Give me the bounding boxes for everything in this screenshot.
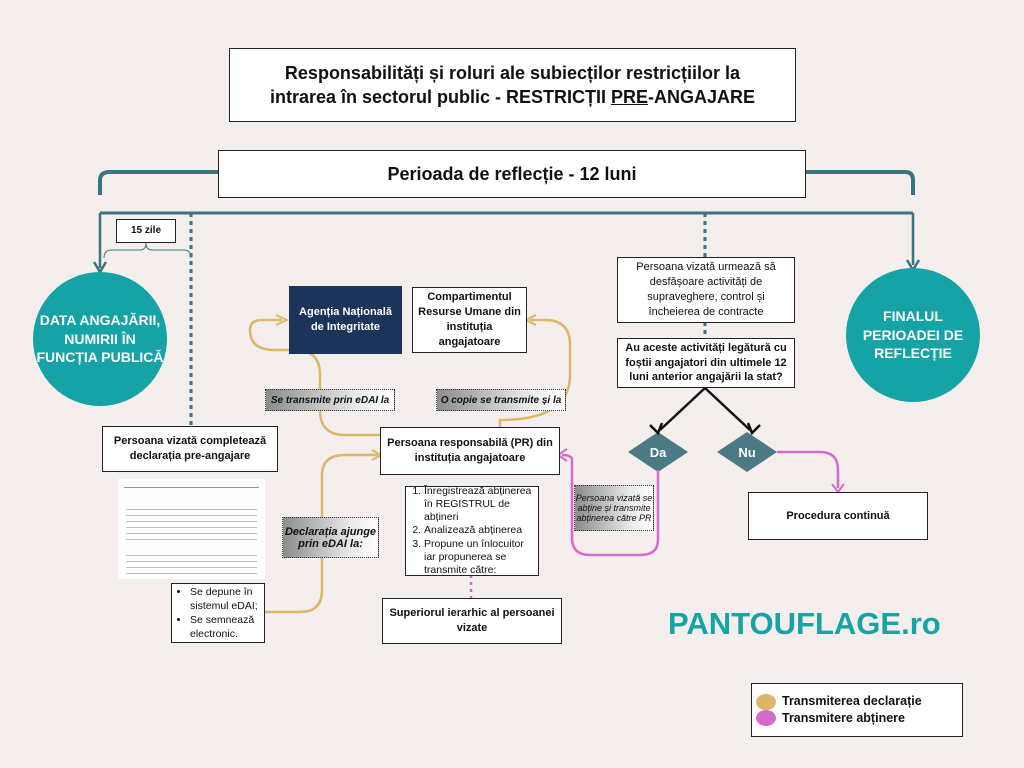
legend-swatch <box>756 693 776 710</box>
start-circle: DATA ANGAJĂRII, NUMIRII ÎN FUNCȚIA PUBLI… <box>33 272 167 406</box>
tag-abstain: Persoana vizată se abține și transmite a… <box>574 485 654 531</box>
pr-box: Persoana responsabilă (PR) din instituți… <box>380 427 560 475</box>
legend-swatch <box>756 710 776 727</box>
question-box: Au aceste activități legătură cu foștii … <box>617 338 795 388</box>
pr-step: Propune un înlocuitor iar propunerea se … <box>424 538 534 577</box>
person-fills-box: Persoana vizată completează declarația p… <box>102 426 278 472</box>
hr-box: Compartimentul Resurse Umane din institu… <box>412 287 527 353</box>
title-line-2: intrarea în sectorul public - RESTRICȚII… <box>270 85 755 109</box>
title-part: intrarea în sectorul public - RESTRICȚII <box>269 87 612 107</box>
legend: Transmiterea declarație Transmitere abți… <box>751 683 963 737</box>
pr-steps-box: Înregistrează abținerea în REGISTRUL de … <box>405 485 539 577</box>
tag-arrives: Declarația ajunge prin eDAI la: <box>282 517 379 558</box>
superior-box: Superiorul ierarhic al persoanei vizate <box>382 598 562 644</box>
legend-item: Transmitere abținere <box>756 710 905 727</box>
pr-step: Analizează abținerea <box>424 524 534 537</box>
title-part: -ANGAJARE <box>648 87 756 107</box>
declaration-document-thumbnail <box>118 479 265 579</box>
submit-item: Se depune în sistemul eDAI; <box>190 585 260 613</box>
title-underlined: PRE <box>611 87 649 107</box>
reflection-period: Perioada de reflecție - 12 luni <box>218 150 806 198</box>
no-diamond: Nu <box>717 432 777 472</box>
end-circle: FINALUL PERIOADEI DE REFLECȚIE <box>846 268 980 402</box>
submit-item: Se semnează electronic. <box>190 613 260 641</box>
days-label: 15 zile <box>116 219 176 243</box>
yes-diamond: Da <box>628 432 688 472</box>
page-title: Responsabilități și roluri ale subiecțil… <box>229 48 796 122</box>
logo: PANTOUFLAGE.ro <box>668 606 941 641</box>
tag-copy: O copie se transmite și la <box>436 389 566 411</box>
tag-edai: Se transmite prin eDAI la <box>265 389 395 411</box>
pr-step: Înregistrează abținerea în REGISTRUL de … <box>424 485 534 524</box>
legend-item: Transmiterea declarație <box>756 693 922 710</box>
submit-list-box: Se depune în sistemul eDAI; Se semnează … <box>171 583 265 643</box>
activities-box: Persoana vizată urmează să desfășoare ac… <box>617 257 795 323</box>
legend-label: Transmiterea declarație <box>782 694 922 709</box>
ani-box: Agenția Națională de Integritate <box>289 286 402 354</box>
continue-box: Procedura continuă <box>748 492 928 540</box>
title-line-1: Responsabilități și roluri ale subiecțil… <box>284 62 741 83</box>
legend-label: Transmitere abținere <box>782 711 905 725</box>
